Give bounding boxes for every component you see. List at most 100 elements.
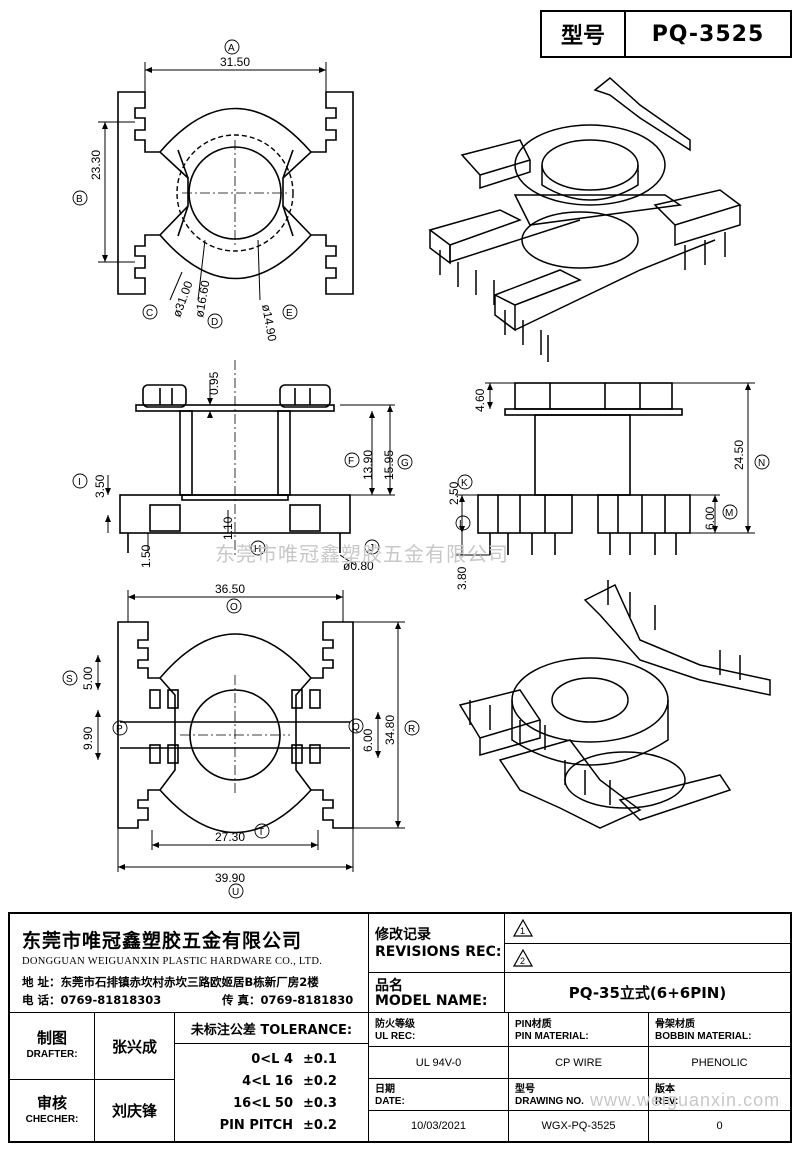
ref-C: C — [146, 308, 153, 319]
dim-3990: 39.90 — [215, 871, 245, 885]
ref-A: A — [228, 43, 235, 54]
date-cn: 日期 — [375, 1084, 395, 1095]
dim-600-right: 6.00 — [703, 506, 717, 530]
ref-H: H — [254, 544, 261, 555]
rev-cn: 版本 — [655, 1084, 675, 1095]
ul-value: UL 94V-0 — [415, 1056, 462, 1069]
checker-value: 刘庆锋 — [111, 1102, 157, 1120]
side-view-right — [477, 382, 691, 555]
ref-J: J — [369, 543, 374, 554]
drawing-no-value-cell: WGX-PQ-3525 — [508, 1110, 648, 1141]
drawing-no-en: DRAWING NO. — [515, 1096, 584, 1107]
ref-B: B — [76, 194, 83, 205]
checker-en: CHECHER: — [25, 1114, 79, 1125]
pin-material-value-cell: CP WIRE — [508, 1046, 648, 1078]
ref-D: D — [211, 317, 218, 328]
dim-990: 9.90 — [81, 726, 95, 750]
date-label: 日期 DATE: — [368, 1078, 508, 1110]
watermark-url: www.weiguanxin.com — [590, 1090, 781, 1110]
pin-material-cn: PIN材质 — [515, 1019, 552, 1030]
revision-row-2: 2 — [504, 943, 790, 972]
ref-S: S — [66, 674, 73, 685]
dim-3650: 36.50 — [215, 582, 245, 596]
watermark-company: 东莞市唯冠鑫塑胶五金有限公司 — [215, 542, 509, 566]
drawing-no-label: 型号 DRAWING NO. — [508, 1078, 648, 1110]
pin-material-value: CP WIRE — [555, 1056, 602, 1069]
dim-dia-inner: ø14.90 — [259, 303, 279, 343]
technical-drawing: 31.50 23.30 ø31.00 ø16.60 ø14.90 0.95 3.… — [62, 39, 771, 899]
drafter-value: 张兴成 — [111, 1037, 157, 1056]
checker-cn: 审核 — [36, 1094, 67, 1112]
dim-top-width: 31.50 — [220, 55, 250, 69]
pin-material-label: PIN材质 PIN MATERIAL: — [508, 1012, 648, 1046]
rev-value-cell: 0 — [648, 1110, 790, 1141]
revision-triangle-icon: 2 — [513, 949, 533, 967]
checker-label: 审核 CHECHER: — [10, 1079, 94, 1141]
company-name-en: DONGGUAN WEIGUANXIN PLASTIC HARDWARE CO.… — [22, 956, 323, 967]
ref-K: K — [461, 478, 468, 489]
company-name-cn: 东莞市唯冠鑫塑胶五金有限公司 — [22, 930, 303, 952]
dim-600-bottom: 6.00 — [361, 728, 375, 752]
revision-row-1: 1 — [504, 914, 790, 943]
dim-460: 4.60 — [473, 388, 487, 412]
model-name-en: MODEL NAME: — [375, 993, 488, 1009]
bobbin-material-en: BOBBIN MATERIAL: — [655, 1031, 752, 1042]
dim-500: 5.00 — [81, 666, 95, 690]
pin-material-en: PIN MATERIAL: — [515, 1031, 589, 1042]
model-name-label: 品名 MODEL NAME: — [368, 972, 504, 1012]
bottom-view — [117, 621, 354, 834]
fax-label: 传 真： — [222, 993, 261, 1007]
model-header: 型号 PQ-3525 — [540, 10, 792, 58]
dim-1595: 15.95 — [382, 450, 396, 480]
ref-P: P — [116, 724, 123, 735]
drawing-no-cn: 型号 — [515, 1084, 535, 1095]
ul-value-cell: UL 94V-0 — [368, 1046, 508, 1078]
isometric-view-top — [428, 77, 742, 362]
checker-value-cell: 刘庆锋 — [94, 1079, 174, 1141]
address: 东莞市石排镇赤坎村赤坎三路欧姬居B栋新厂房2楼 — [60, 975, 319, 989]
tolerance-title: 未标注公差 TOLERANCE: — [190, 1022, 353, 1038]
dim-1390: 13.90 — [361, 450, 375, 480]
tolerance-table: 0<L 4 ±0.1 4<L 16 ±0.2 16<L 50 ±0.3 PIN … — [174, 1043, 368, 1141]
dim-top-height: 23.30 — [89, 150, 103, 180]
model-name-value-cell: PQ-35立式(6+6PIN) — [504, 972, 790, 1012]
ref-R: R — [408, 724, 415, 735]
tolerance-range-2: 4<L 16 — [242, 1074, 293, 1089]
model-value: PQ-3525 — [651, 21, 765, 47]
rev-label: 版本 REV: — [648, 1078, 790, 1110]
phone: 0769-81818303 — [60, 993, 162, 1007]
drafter-label: 制图 DRAFTER: — [10, 1012, 94, 1079]
dim-dia-mid: ø16.60 — [192, 279, 212, 319]
dim-150: 1.50 — [139, 544, 153, 568]
ref-T: T — [258, 827, 264, 838]
ref-O: O — [230, 602, 238, 613]
address-label: 地 址： — [22, 975, 61, 989]
ul-en: UL REC: — [375, 1031, 416, 1042]
ref-M: M — [725, 508, 733, 519]
dim-2730: 27.30 — [215, 830, 245, 844]
fax: 0769-8181830 — [260, 993, 354, 1007]
ref-U: U — [232, 887, 239, 898]
revisions-cn: 修改记录 — [375, 927, 431, 943]
tolerance-range-4: PIN PITCH — [219, 1118, 293, 1133]
bobbin-material-value-cell: PHENOLIC — [648, 1046, 790, 1078]
dim-3480: 34.80 — [383, 715, 397, 745]
ref-F: F — [348, 456, 354, 467]
drafter-value-cell: 张兴成 — [94, 1012, 174, 1079]
side-view-left — [119, 360, 351, 555]
revisions-label: 修改记录 REVISIONS REC: — [368, 914, 504, 972]
reference-markers: A B C D E F G H I J K L M N O P Q R S T … — [62, 39, 770, 899]
tolerance-range-1: 0<L 4 — [251, 1052, 293, 1067]
tolerance-value-2: ±0.2 — [303, 1074, 337, 1089]
dim-380: 3.80 — [455, 566, 469, 590]
top-view — [117, 91, 354, 295]
tolerance-range-3: 16<L 50 — [233, 1096, 293, 1111]
ul-cn: 防火等级 — [375, 1019, 415, 1030]
tolerance-title-cell: 未标注公差 TOLERANCE: — [174, 1012, 368, 1043]
rev-value: 0 — [716, 1120, 723, 1132]
ref-Q: Q — [352, 722, 360, 733]
date-value-cell: 10/03/2021 — [368, 1110, 508, 1141]
bobbin-material-label: 骨架材质 BOBBIN MATERIAL: — [648, 1012, 790, 1046]
revision-triangle-icon: 1 — [513, 919, 533, 937]
ref-G: G — [401, 458, 409, 469]
